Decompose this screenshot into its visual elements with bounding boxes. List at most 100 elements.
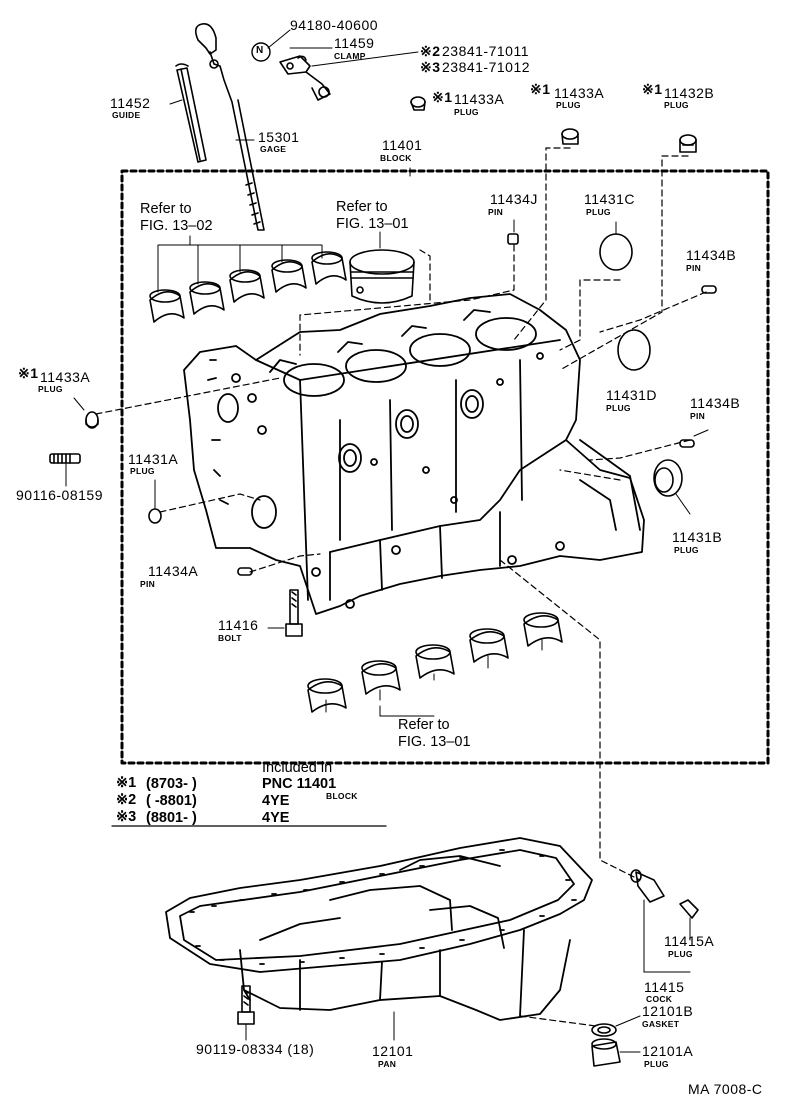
name-guide: GUIDE <box>112 110 141 120</box>
name-gasket: GASKET <box>642 1019 680 1029</box>
part-number-11433a-right: 11433A <box>554 85 605 101</box>
oil-pan <box>165 837 593 1021</box>
pin-11434b-2 <box>679 429 709 448</box>
name-plug-4: PLUG <box>586 207 611 217</box>
part-number-11434b-1: 11434B <box>686 247 737 263</box>
stud-90119 <box>237 985 255 1041</box>
part-number-11431c: 11431C <box>584 191 636 207</box>
name-cock: COCK <box>646 994 673 1004</box>
part-number-94180: 94180-40600 <box>290 17 379 33</box>
legend-sub-1: BLOCK <box>326 791 358 801</box>
pin-11434j <box>507 219 519 245</box>
refer-fig-1: FIG. 13–02 <box>140 218 213 234</box>
pin-11434a <box>237 567 253 576</box>
engine-block <box>183 293 645 615</box>
dipstick-gage <box>194 22 265 231</box>
piston <box>349 249 415 304</box>
name-plug-1: PLUG <box>454 107 479 117</box>
part-number-11434b-2: 11434B <box>690 395 741 411</box>
refer-to-3: Refer to <box>398 717 450 733</box>
plug-11431b <box>653 459 691 515</box>
marker-1-c: ※1 <box>642 81 663 97</box>
name-pan: PAN <box>378 1059 397 1069</box>
name-plug-6: PLUG <box>606 403 631 413</box>
block-boundary <box>120 169 770 765</box>
plug-11433a-top <box>410 96 426 111</box>
refer-fig-3: FIG. 13–01 <box>398 734 471 750</box>
part-number-11415: 11415 <box>644 979 685 995</box>
bearings-fig-13-01 <box>307 612 563 713</box>
legend-info-1: PNC 11401 <box>262 776 337 792</box>
pin-11434b-1 <box>701 285 717 294</box>
dipstick-guide <box>175 63 207 163</box>
plug-11431c <box>599 221 633 271</box>
part-number-11415a: 11415A <box>664 933 715 949</box>
part-number-90116: 90116-08159 <box>16 487 103 503</box>
figure-code: MA 7008-C <box>688 1081 763 1097</box>
refer-to-2: Refer to <box>336 199 388 215</box>
part-number-23841-71012: 23841-71012 <box>442 59 531 75</box>
name-bolt: BOLT <box>218 633 242 643</box>
marker-2: ※2 <box>420 43 441 59</box>
legend-mark-2: ※2 <box>116 792 137 808</box>
name-clamp: CLAMP <box>334 51 366 61</box>
part-number-11431a: 11431A <box>128 451 179 467</box>
clamp <box>279 55 331 101</box>
name-plug-3: PLUG <box>664 100 689 110</box>
plug-11415a <box>679 899 699 941</box>
legend-info-3: 4YE <box>262 810 290 826</box>
name-pin-4: PIN <box>140 579 156 589</box>
stud-90116 <box>49 453 81 487</box>
plug-11433a-right <box>561 128 579 145</box>
name-plug-9: PLUG <box>668 949 693 959</box>
refer-to-1: Refer to <box>140 201 192 217</box>
part-number-11432b: 11432B <box>664 85 715 101</box>
legend-range-2: ( -8801) <box>146 793 197 809</box>
part-number-11434a: 11434A <box>148 563 199 579</box>
part-number-11431b: 11431B <box>672 529 723 545</box>
name-plug-5: PLUG <box>38 384 63 394</box>
cock-11415 <box>630 869 691 973</box>
part-number-11433a-left: 11433A <box>40 369 91 385</box>
part-number-11459: 11459 <box>334 35 375 51</box>
drain-plug-12101a <box>591 1038 641 1067</box>
bolt-11416 <box>267 589 303 637</box>
marker-1-a: ※1 <box>432 89 453 105</box>
legend-mark-1: ※1 <box>116 775 137 791</box>
name-plug-10: PLUG <box>644 1059 669 1069</box>
plug-11431a <box>148 479 162 524</box>
part-number-11416: 11416 <box>218 617 259 633</box>
name-plug-2: PLUG <box>556 100 581 110</box>
gasket-12101b <box>591 1015 641 1037</box>
name-pin-3: PIN <box>690 411 706 421</box>
part-number-90119: 90119-08334 (18) <box>196 1041 315 1057</box>
name-gage: GAGE <box>260 144 287 154</box>
part-number-15301: 15301 <box>258 129 300 145</box>
legend-mark-3: ※3 <box>116 809 137 825</box>
part-number-12101b: 12101B <box>642 1003 694 1019</box>
name-block: BLOCK <box>380 153 412 163</box>
n-circle <box>251 42 271 62</box>
name-plug-8: PLUG <box>674 545 699 555</box>
n-circle-letter: N <box>256 45 264 56</box>
bearings-fig-13-02 <box>149 251 347 323</box>
part-number-11401: 11401 <box>382 137 423 153</box>
part-number-23841-71011: 23841-71011 <box>442 43 529 59</box>
marker-3: ※3 <box>420 59 441 75</box>
name-pin-2: PIN <box>686 263 702 273</box>
legend-range-1: (8703- ) <box>146 776 197 792</box>
legend-info-2: 4YE <box>262 793 290 809</box>
refer-fig-2: FIG. 13–01 <box>336 216 409 232</box>
plug-11431d <box>617 329 651 371</box>
part-number-11452: 11452 <box>110 95 151 111</box>
part-number-11431d: 11431D <box>606 387 658 403</box>
part-number-12101: 12101 <box>372 1043 414 1059</box>
marker-1-d: ※1 <box>18 365 39 381</box>
part-number-12101a: 12101A <box>642 1043 694 1059</box>
plug-11433a-left <box>73 397 99 429</box>
part-number-11434j: 11434J <box>490 191 538 207</box>
name-plug-7: PLUG <box>130 466 155 476</box>
legend-header: Included in <box>262 760 333 776</box>
